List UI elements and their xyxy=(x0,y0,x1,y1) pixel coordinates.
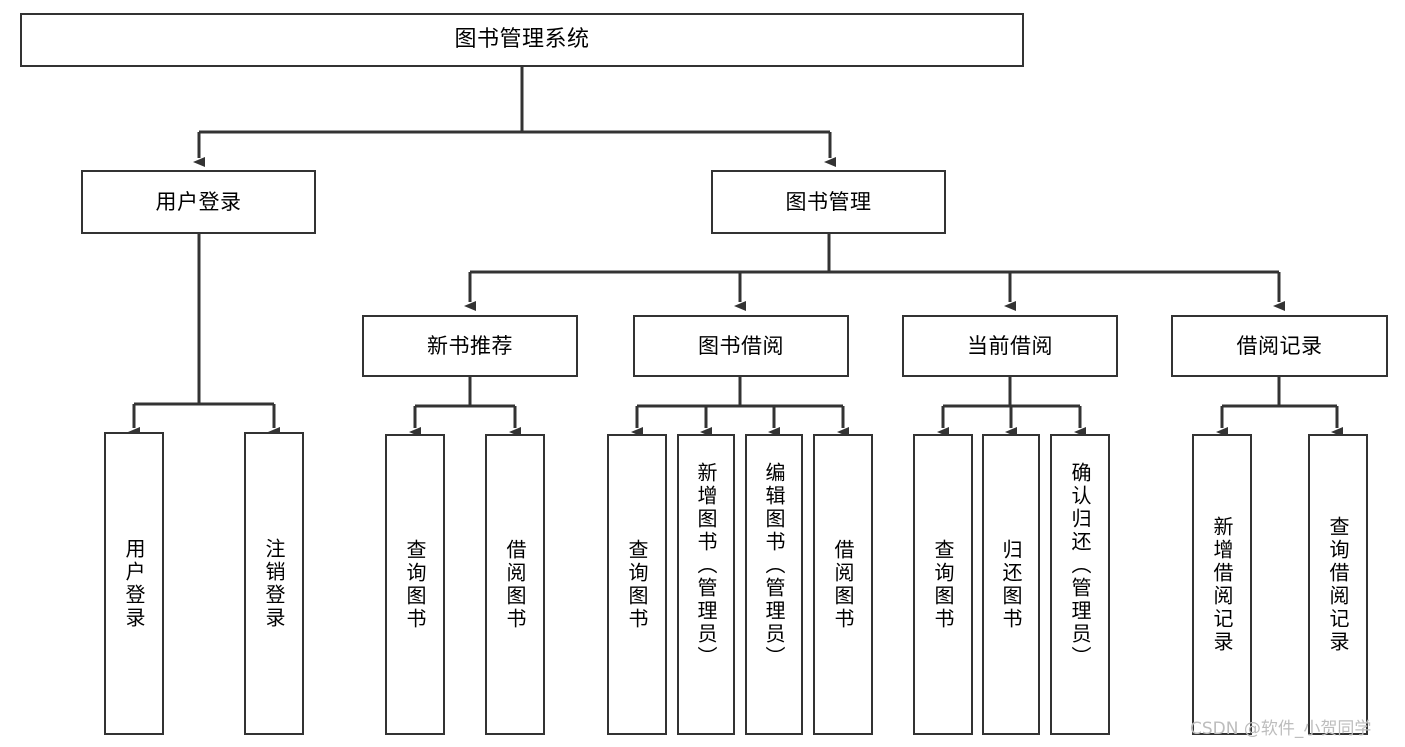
leaf-user-login[interactable]: 用户登录 xyxy=(104,432,164,735)
node-new-book-recommend[interactable]: 新书推荐 xyxy=(362,315,578,377)
node-label: 借阅图书 xyxy=(831,538,855,631)
node-label: 归还图书 xyxy=(999,538,1023,631)
node-label: 确认归还（管理员） xyxy=(1068,462,1092,669)
node-label: 借阅记录 xyxy=(1236,333,1323,358)
node-label: 查询图书 xyxy=(931,538,955,631)
node-label: 借阅图书 xyxy=(503,538,527,631)
leaf-borrow-books-recommend[interactable]: 借阅图书 xyxy=(485,434,545,735)
node-book-management[interactable]: 图书管理 xyxy=(711,170,946,234)
node-label: 用户登录 xyxy=(122,537,146,630)
node-book-borrow[interactable]: 图书借阅 xyxy=(633,315,849,377)
leaf-query-borrow-record[interactable]: 查询借阅记录 xyxy=(1308,434,1368,735)
leaf-edit-book-admin[interactable]: 编辑图书（管理员） xyxy=(745,434,803,735)
node-label: 图书管理系统 xyxy=(454,27,590,53)
leaf-query-books-borrow[interactable]: 查询图书 xyxy=(607,434,667,735)
node-label: 当前借阅 xyxy=(967,333,1053,358)
leaf-query-books-recommend[interactable]: 查询图书 xyxy=(385,434,445,735)
node-label: 图书管理 xyxy=(785,189,872,214)
leaf-logout[interactable]: 注销登录 xyxy=(244,432,304,735)
node-label: 查询图书 xyxy=(625,538,649,631)
node-root-system[interactable]: 图书管理系统 xyxy=(20,13,1024,67)
node-current-borrow[interactable]: 当前借阅 xyxy=(902,315,1118,377)
node-label: 查询借阅记录 xyxy=(1326,515,1350,654)
node-label: 新增借阅记录 xyxy=(1210,515,1234,654)
node-label: 新书推荐 xyxy=(427,333,513,358)
node-label: 用户登录 xyxy=(155,189,242,214)
node-label: 注销登录 xyxy=(262,537,286,630)
node-user-login[interactable]: 用户登录 xyxy=(81,170,316,234)
node-label: 新增图书（管理员） xyxy=(694,462,718,669)
leaf-add-book-admin[interactable]: 新增图书（管理员） xyxy=(677,434,735,735)
node-label: 编辑图书（管理员） xyxy=(762,462,786,669)
leaf-borrow-books[interactable]: 借阅图书 xyxy=(813,434,873,735)
watermark: CSDN @软件_小贺同学 xyxy=(1190,719,1372,739)
leaf-confirm-return-admin[interactable]: 确认归还（管理员） xyxy=(1050,434,1110,735)
leaf-query-books-current[interactable]: 查询图书 xyxy=(913,434,973,735)
leaf-add-borrow-record[interactable]: 新增借阅记录 xyxy=(1192,434,1252,735)
node-label: 图书借阅 xyxy=(698,333,784,358)
node-label: 查询图书 xyxy=(403,538,427,631)
leaf-return-books[interactable]: 归还图书 xyxy=(982,434,1040,735)
node-borrow-records[interactable]: 借阅记录 xyxy=(1171,315,1388,377)
